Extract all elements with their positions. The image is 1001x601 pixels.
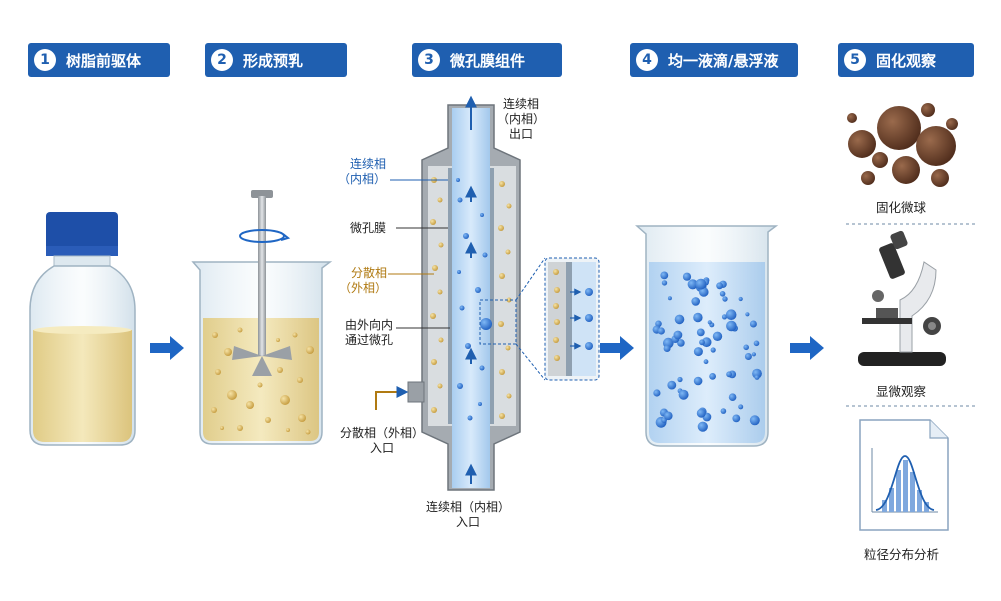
distribution-caption: 粒径分布分析 xyxy=(864,547,940,562)
droplet xyxy=(695,278,707,290)
droplet xyxy=(707,320,712,325)
droplet xyxy=(738,404,744,410)
step-5-badge: 5 固化观察 xyxy=(838,43,974,77)
droplet xyxy=(719,291,726,297)
step-1-badge: 1 树脂前驱体 xyxy=(28,43,170,77)
droplet xyxy=(703,359,709,365)
inner-phase-label: 连续相 （内相） xyxy=(338,157,387,186)
droplet xyxy=(701,337,712,348)
droplet xyxy=(660,271,669,280)
droplet xyxy=(699,339,705,346)
droplet xyxy=(677,376,683,383)
droplet xyxy=(693,347,703,357)
step-3-number: 3 xyxy=(418,49,440,71)
flow-arrows xyxy=(150,336,824,360)
microscope-icon xyxy=(858,230,946,366)
size-distribution-document xyxy=(859,419,949,531)
droplet xyxy=(725,309,737,321)
droplet xyxy=(743,344,749,351)
direction-label: 由外向内 通过微孔 xyxy=(345,318,394,347)
membrane-module xyxy=(407,95,546,491)
droplet xyxy=(653,389,661,397)
dispersed-inlet-label: 分散相（外相） 入口 xyxy=(340,426,425,455)
droplet xyxy=(738,296,743,302)
droplet xyxy=(667,296,672,301)
continuous-inlet-label: 连续相（内相） 入口 xyxy=(426,500,511,529)
droplet xyxy=(655,320,662,328)
step-1-number: 1 xyxy=(34,49,56,71)
step-4-label: 均一液滴/悬浮液 xyxy=(668,51,779,70)
droplet xyxy=(754,374,760,380)
leader-lines xyxy=(388,179,450,329)
droplet xyxy=(751,352,757,357)
droplet xyxy=(721,314,728,320)
step-1-label: 树脂前驱体 xyxy=(66,51,142,70)
droplet xyxy=(716,282,723,290)
dispersed-phase-label: 分散相 （外相） xyxy=(339,266,388,295)
membrane-zoom-inset xyxy=(544,257,600,381)
step-3-label: 微孔膜组件 xyxy=(450,51,526,70)
droplet xyxy=(673,330,683,340)
droplet xyxy=(678,389,689,400)
step-4-number: 4 xyxy=(636,49,658,71)
droplet xyxy=(749,320,757,328)
droplet xyxy=(693,312,703,323)
droplet xyxy=(728,393,737,402)
step-2-label: 形成预乳 xyxy=(243,51,304,70)
droplet xyxy=(677,339,685,347)
droplet xyxy=(691,297,700,306)
step-2-number: 2 xyxy=(211,49,233,71)
droplet-suspension-beaker xyxy=(635,225,779,447)
droplet xyxy=(696,408,706,418)
droplet xyxy=(720,408,727,414)
emulsion-beaker xyxy=(191,190,333,445)
droplet xyxy=(696,328,705,337)
microspheres-caption: 固化微球 xyxy=(876,200,927,215)
droplet xyxy=(664,411,673,421)
droplet xyxy=(752,368,762,379)
step-5-label: 固化观察 xyxy=(876,51,937,70)
membrane-label: 微孔膜 xyxy=(350,221,387,235)
droplet xyxy=(693,376,703,386)
droplet xyxy=(712,331,723,341)
droplet xyxy=(726,320,737,332)
droplet xyxy=(722,296,728,302)
droplet xyxy=(661,280,668,286)
droplet xyxy=(745,312,750,317)
dispersed-inlet-arrow xyxy=(375,386,409,410)
droplet xyxy=(699,287,709,297)
step-3-badge: 3 微孔膜组件 xyxy=(412,43,562,77)
droplet xyxy=(710,347,716,353)
droplet xyxy=(709,373,716,380)
droplet xyxy=(657,327,665,335)
resin-bottle xyxy=(29,212,136,446)
step-2-badge: 2 形成预乳 xyxy=(205,43,347,77)
droplet xyxy=(726,371,732,378)
microscope-caption: 显微观察 xyxy=(876,384,927,399)
cured-microspheres xyxy=(847,103,958,187)
droplet xyxy=(697,421,708,432)
outlet-label: 连续相 （内相） 出口 xyxy=(497,97,546,141)
droplet xyxy=(674,314,685,325)
droplet xyxy=(749,415,760,426)
step-5-number: 5 xyxy=(844,49,866,71)
droplet xyxy=(682,272,692,281)
droplet xyxy=(667,380,677,390)
droplet xyxy=(732,414,741,423)
droplet xyxy=(663,345,671,352)
droplet xyxy=(687,279,698,290)
droplet xyxy=(744,353,752,360)
droplet xyxy=(753,340,760,347)
step-4-badge: 4 均一液滴/悬浮液 xyxy=(630,43,798,77)
